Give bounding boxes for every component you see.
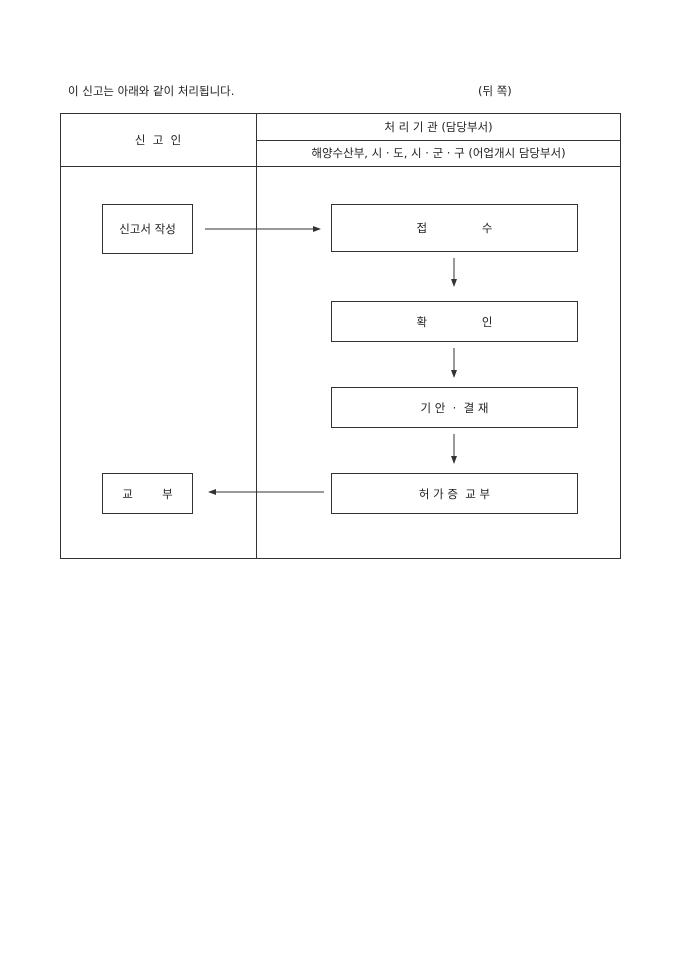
step-permit-issue: 허 가 증 교 부 — [331, 473, 578, 514]
applicant-header: 신 고 인 — [134, 132, 182, 147]
step-draft-approval: 기 안 · 결 재 — [331, 387, 578, 428]
step-receipt: 접 수 — [331, 204, 578, 252]
agency-subheader: 해양수산부, 시 · 도, 시 · 군 · 구 (어업개시 담당부서) — [311, 146, 566, 160]
back-side-label: (뒤 쪽) — [478, 84, 512, 98]
step-confirm: 확 인 — [331, 301, 578, 342]
intro-text: 이 신고는 아래와 같이 처리됩니다. — [68, 84, 235, 98]
agency-header: 처 리 기 관 (담당부서) — [384, 119, 493, 134]
step-delivery: 교 부 — [102, 473, 193, 514]
step-write-report: 신고서 작성 — [102, 204, 193, 254]
